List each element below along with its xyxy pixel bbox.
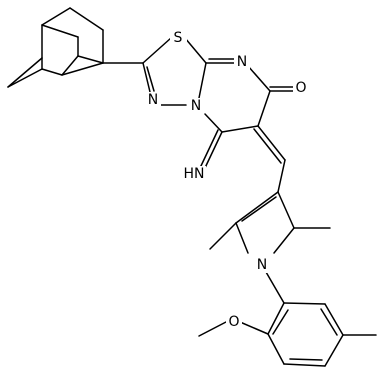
pyrrole-ring — [209, 159, 331, 254]
thiadiazole-nitrogen-label: N — [148, 92, 158, 108]
aryl-ring — [198, 271, 377, 367]
ring-nitrogen-bridge-label: N — [191, 98, 201, 114]
imine-label: HN — [184, 166, 205, 182]
sulfur-label: S — [174, 30, 183, 46]
carbonyl-oxygen-label: O — [295, 80, 306, 96]
methoxy-oxygen-label: O — [228, 314, 239, 330]
ring-nitrogen-top-label: N — [237, 54, 247, 70]
pyrrole-nitrogen-label: N — [257, 257, 267, 273]
fused-heterocycle-core — [142, 37, 295, 171]
atom-labels: S N N N O HN N O — [145, 30, 309, 330]
adamantyl-group — [7, 7, 104, 88]
